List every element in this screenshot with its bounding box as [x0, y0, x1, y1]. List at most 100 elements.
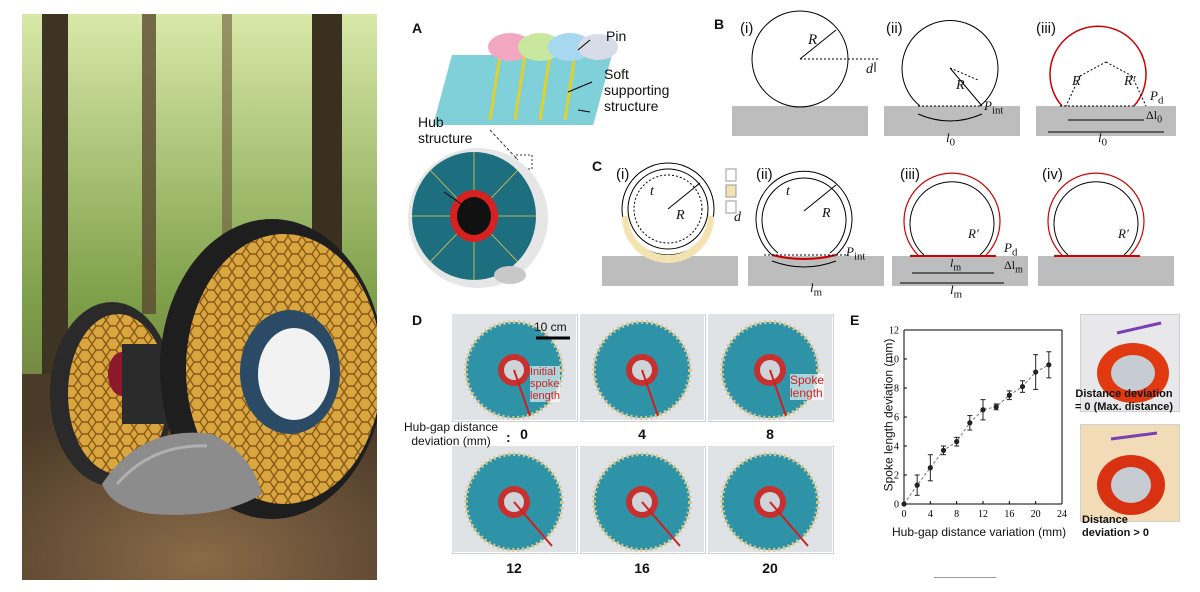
x-tick-label: 12	[978, 509, 988, 520]
c-iii-pd-main: P	[1004, 240, 1012, 255]
robot-wheel-forest-photo	[22, 14, 377, 580]
hub-label-line2: structure	[418, 130, 473, 146]
separator-line	[934, 577, 996, 578]
b-ii-pint-label: Pint	[984, 98, 1003, 117]
y-tick-label: 2	[894, 471, 899, 482]
b-iii-l0-label: l0	[1098, 130, 1107, 149]
b-ii-l0-sub: 0	[949, 136, 956, 149]
hub-gap-axis-label: Hub-gap distance deviation (mm)	[404, 420, 498, 448]
devpos-line1: Distance	[1082, 514, 1128, 526]
data-point	[993, 404, 999, 410]
hub-structure-label: Hub structure	[418, 114, 472, 146]
b-iii-pd-main: P	[1150, 88, 1158, 103]
colon: :	[506, 429, 511, 445]
panel-label-a: A	[412, 20, 423, 36]
wheel-illustration-a	[408, 33, 618, 288]
data-point	[927, 465, 933, 471]
initial-spoke-line1: Initial	[530, 366, 556, 378]
c-i-r-label: R	[676, 208, 685, 223]
devpos-line2: deviation > 0	[1082, 527, 1149, 539]
x-tick-label: 8	[954, 509, 959, 520]
panel-c-sub-ii: (ii)	[756, 166, 773, 183]
data-point	[980, 407, 986, 413]
data-point	[914, 482, 920, 488]
y-tick-label: 6	[894, 413, 899, 424]
c-iii-lm-short-sub: m	[953, 262, 962, 274]
series-line	[903, 364, 1050, 505]
data-point	[1006, 392, 1012, 398]
c-iii-rprime-label: R′	[968, 226, 979, 241]
hub-photo-positive-deviation	[1080, 424, 1180, 522]
c-iii-dlm-sub: m	[1015, 264, 1023, 276]
diagram-b	[751, 10, 1164, 133]
data-point	[940, 447, 947, 453]
b-iii-dl0-sub: 0	[1157, 114, 1163, 126]
initial-spoke-label: Initial spoke length	[530, 366, 560, 402]
c-iii-lm-sub: m	[953, 288, 963, 301]
y-tick-label: 4	[894, 442, 899, 453]
panel-c-sub-iv: (iv)	[1042, 166, 1063, 183]
c-iii-dlm-main: Δl	[1004, 258, 1016, 272]
b-iii-dl0-main: Δl	[1146, 108, 1158, 122]
hub-label-line1: Hub	[418, 114, 444, 130]
dev0-label: Distance deviation = 0 (Max. distance)	[1070, 388, 1178, 414]
dev0-line2: = 0 (Max. distance)	[1074, 401, 1174, 413]
data-point	[967, 420, 973, 426]
b-ii-l0-main: l	[946, 130, 950, 145]
soft-label-line2: supporting	[604, 82, 670, 98]
c-ii-pint-main: P	[846, 244, 854, 259]
x-tick-label: 20	[1031, 509, 1041, 520]
b-iii-l0-main: l	[1098, 130, 1102, 145]
y-tick-label: 0	[894, 500, 899, 511]
b-iii-dl0-label: Δl0	[1146, 108, 1162, 125]
panel-label-c: C	[592, 158, 603, 174]
panel-b-sub-iii: (iii)	[1036, 20, 1056, 37]
chart-ylabel: Spoke length deviation (mm)	[881, 338, 896, 492]
hub-gap-line1: Hub-gap distance	[404, 420, 499, 434]
diagram-c	[621, 162, 1145, 284]
c-iv-rprime-label: R′	[1118, 226, 1129, 241]
b-i-d-label: d	[866, 62, 873, 77]
c-iii-lm-label: lm	[950, 282, 962, 301]
soft-label-line1: Soft	[604, 66, 629, 82]
data-point	[901, 501, 907, 507]
data-point	[1046, 362, 1052, 368]
c-i-d-label: d	[734, 210, 741, 225]
hub-photo-max-distance	[1080, 314, 1180, 412]
initial-spoke-line3: length	[530, 390, 560, 402]
b-iii-rprime-label: R′	[1124, 74, 1136, 89]
deviation-value-20: 20	[762, 560, 778, 576]
b-ii-radius-label: R	[956, 78, 965, 93]
data-point	[954, 439, 960, 445]
panel-label-e: E	[850, 312, 860, 328]
data-point	[1019, 383, 1026, 390]
pin-label: Pin	[606, 28, 627, 44]
deviation-value-4: 4	[638, 426, 646, 442]
c-iii-lm-short-label: lm	[950, 256, 961, 273]
c-i-t-label: t	[650, 184, 654, 199]
panel-b-sub-i: (i)	[740, 20, 754, 37]
c-ii-lm-main: l	[810, 280, 814, 295]
ground-b-i	[732, 106, 868, 136]
c-ii-lm-sub: m	[813, 286, 823, 299]
c-ii-t-label: t	[786, 184, 790, 199]
c-iii-lm-main: l	[950, 282, 954, 297]
c-ii-r-label: R	[822, 206, 831, 221]
soft-structure-label: Soft supporting structure	[604, 66, 669, 114]
y-tick-label: 8	[894, 384, 899, 395]
x-tick-label: 0	[902, 509, 907, 520]
panel-label-b: B	[714, 16, 725, 32]
c-ii-lm-label: lm	[810, 280, 822, 299]
x-tick-label: 24	[1057, 509, 1067, 520]
y-tick-label: 12	[889, 326, 899, 337]
chart-xlabel: Hub-gap distance variation (mm)	[892, 525, 1067, 539]
devpos-label: Distance deviation > 0	[1082, 514, 1149, 540]
x-tick-label: 4	[928, 509, 933, 520]
hub-gap-line2: deviation (mm)	[411, 434, 491, 448]
dev0-line1: Distance deviation	[1075, 388, 1173, 400]
spoke-length-line2: length	[790, 386, 823, 400]
c-iii-dlm-label: Δlm	[1004, 258, 1023, 275]
deviation-value-8: 8	[766, 426, 774, 442]
b-ii-pint-sub: int	[991, 104, 1004, 117]
spoke-length-label: Spoke length	[790, 374, 825, 400]
